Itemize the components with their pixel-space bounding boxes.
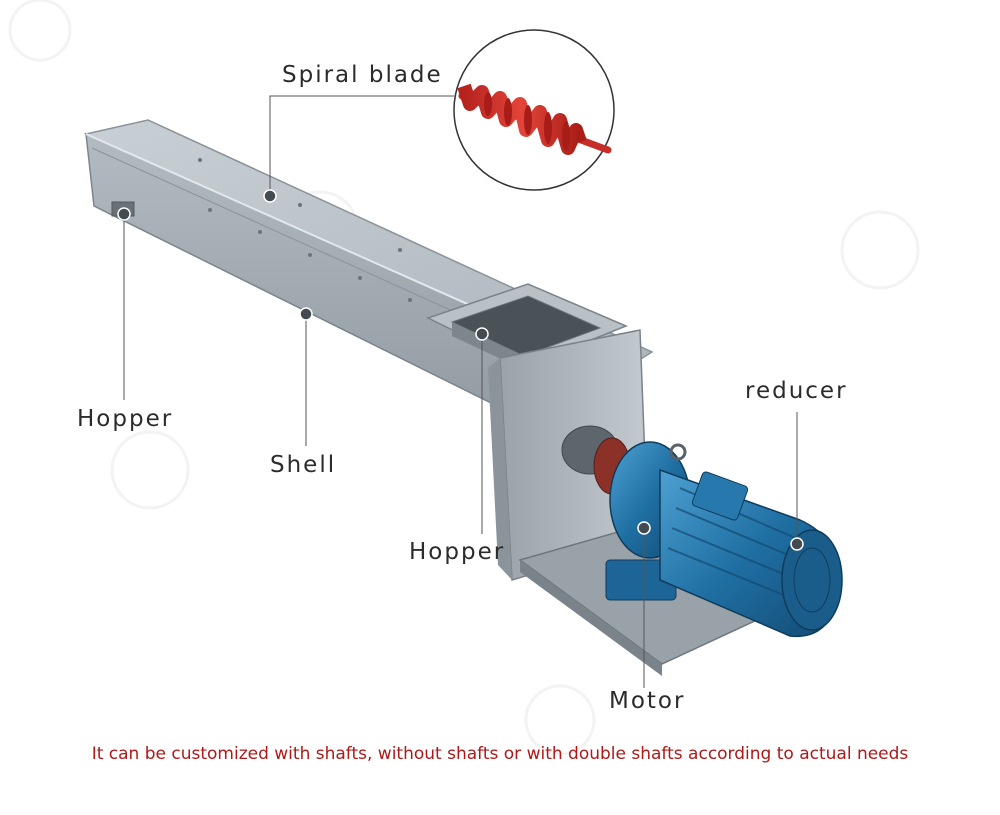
trough-bolts [198, 158, 412, 302]
leader-spiral-blade [269, 95, 454, 196]
marker-motor [637, 521, 651, 535]
marker-spiral-blade [263, 189, 277, 203]
marker-reducer [790, 537, 804, 551]
leader-lines [123, 95, 798, 688]
marker-shell [299, 307, 313, 321]
marker-dots [117, 189, 804, 551]
label-hopper-center: Hopper [409, 539, 506, 565]
spiral-blade-image [457, 83, 612, 155]
label-spiral-blade: Spiral blade [282, 62, 443, 88]
marker-hopper-left [117, 207, 131, 221]
label-motor: Motor [609, 688, 686, 714]
label-reducer: reducer [745, 378, 848, 404]
motor-fan-cover [781, 529, 843, 631]
label-hopper-left: Hopper [77, 406, 174, 432]
caption-note: It can be customized with shafts, withou… [91, 744, 909, 764]
motor-terminal-box [691, 471, 749, 521]
marker-hopper-center [475, 327, 489, 341]
label-shell: Shell [270, 452, 337, 478]
